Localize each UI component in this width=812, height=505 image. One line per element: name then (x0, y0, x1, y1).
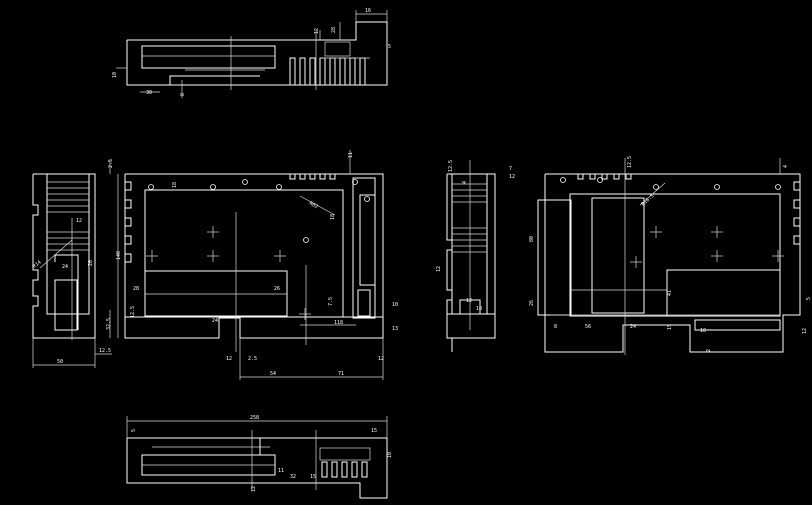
dim-front-left-h: 18 (172, 182, 178, 188)
dim-front-step-c: 7.5 (328, 297, 334, 306)
dim-right-top: 12.5 (627, 156, 633, 168)
dim-right-c: 8 (554, 324, 557, 330)
dim-bottom-c: 15 (310, 474, 316, 480)
dim-front-span-a: 71 (338, 371, 344, 377)
dim-front-height: 140 (116, 251, 122, 260)
dim-top-bottom-b: 8 (180, 93, 186, 96)
dim-front-bottom-left: 32.5 (106, 318, 112, 330)
dim-front-right-b: 13 (392, 326, 398, 332)
dim-front-top-left: 2.5 (108, 159, 114, 168)
right-view: R16.5 12.5 4 80 26 56 24 8 41 15 10 2 5 … (529, 156, 812, 355)
left-side-view: R14 12 24 20 50 12.5 (32, 173, 112, 368)
dim-narrow-c: 12 (436, 266, 442, 272)
dim-right-low2: 24 (630, 324, 636, 330)
dim-bottom-a: 11 (278, 468, 284, 474)
dim-front-mid-left: 28 (133, 286, 139, 292)
dim-sideleft-radius: R14 (32, 260, 43, 270)
dim-sideleft-inner: 12 (76, 218, 82, 224)
dim-top-h1: 12 (314, 28, 320, 34)
dim-right-side: 4 (783, 165, 789, 168)
bottom-view: 258 5 15 10 11 12 15 32 (126, 415, 393, 499)
dim-front-lower: 12.5 (130, 306, 136, 318)
dim-front-slot: 18 (330, 214, 336, 220)
dim-right-height: 80 (529, 236, 535, 242)
dim-narrow-e: 10 (476, 306, 482, 312)
dim-front-span-b: 54 (270, 371, 276, 377)
dim-right-v2: 15 (667, 324, 673, 330)
front-view: R62 2.5 11 140 18 28 26 18 32.5 12.5 24 … (106, 150, 398, 380)
dim-right-mid: 26 (529, 300, 535, 306)
dim-sideleft-width: 50 (57, 359, 63, 365)
dim-sideleft-a: 24 (62, 264, 68, 270)
dim-right-b: 10 (700, 328, 706, 334)
dim-front-bottom-mid: 118 (334, 320, 343, 326)
dim-top-h2: 5 (388, 44, 391, 50)
dim-sideleft-offset: 12.5 (99, 348, 111, 354)
top-view: 16 28 12 5 10 30 8 (112, 8, 391, 98)
dim-right-a: 12 (802, 328, 808, 334)
dim-front-mid-right: 26 (274, 286, 280, 292)
dim-bottom-d: 32 (290, 474, 296, 480)
dim-narrow-a: 7 (509, 166, 512, 172)
dim-right-right: 5 (806, 297, 812, 300)
dim-front-step-d: 12 (226, 356, 232, 362)
dim-front-right-c: 12 (378, 356, 384, 362)
dim-bottom-total: 258 (250, 415, 259, 421)
dim-front-top-right: 11 (348, 152, 354, 158)
dim-front-radius: R62 (308, 201, 319, 211)
dim-front-step-b: 2.5 (248, 356, 257, 362)
narrow-side-view: 12.5 4 7 12 12 12 10 (436, 160, 515, 352)
dim-top-bottom-a: 30 (146, 90, 152, 96)
dim-right-bottom: 2 (706, 349, 712, 352)
dim-right-low: 56 (585, 324, 591, 330)
dim-sideleft-b: 20 (88, 260, 94, 266)
dim-top-width: 16 (365, 8, 371, 14)
dim-bottom-b: 12 (251, 486, 257, 492)
dim-right-v1: 41 (667, 290, 673, 296)
dim-top-notch: 28 (331, 27, 337, 33)
dim-bottom-right: 15 (371, 428, 377, 434)
dim-narrow-side: 4 (462, 181, 468, 184)
dim-narrow-b: 12 (509, 174, 515, 180)
dim-narrow-d: 12 (466, 298, 472, 304)
dim-narrow-top: 12.5 (448, 160, 454, 172)
dim-bottom-left: 5 (131, 429, 137, 432)
dim-bottom-rside: 10 (387, 452, 393, 458)
dim-front-right-a: 10 (392, 302, 398, 308)
dim-front-step-a: 24 (212, 318, 218, 324)
dim-top-left: 10 (112, 72, 118, 78)
dim-right-radius: R16.5 (640, 193, 655, 208)
